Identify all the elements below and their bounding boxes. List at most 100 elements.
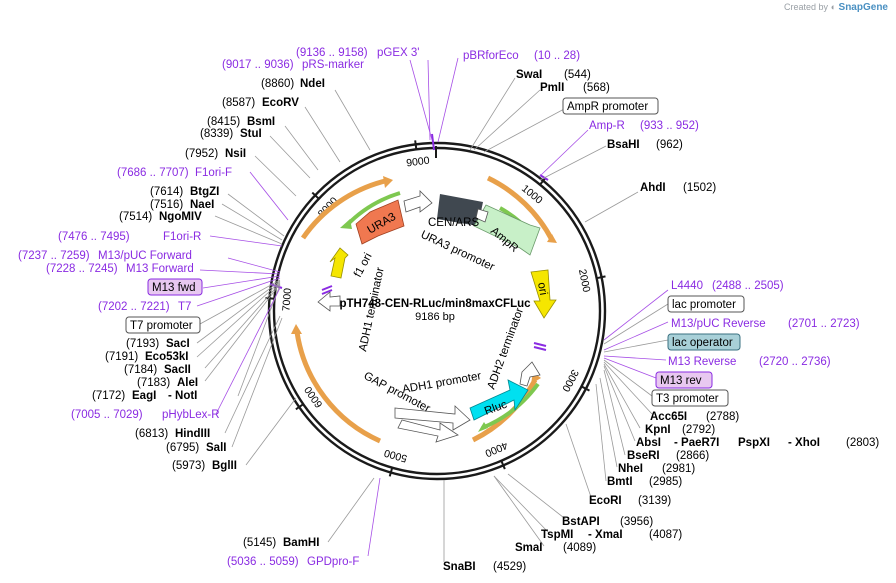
smai-pos: (4089) <box>563 542 596 554</box>
leader-pbr <box>437 57 459 143</box>
leader-ecorv <box>304 106 341 163</box>
f1-ori-label: f1 ori <box>352 251 375 279</box>
cen-ars-label: CEN/ARS <box>428 217 479 229</box>
leader-t7 <box>196 277 281 307</box>
amp-r-name: Amp-R <box>589 120 625 132</box>
acc65i-pos: (2788) <box>706 411 739 423</box>
eagi-pos: (7172) <box>92 390 125 402</box>
lac-promoter-box <box>667 295 745 313</box>
leader-notei <box>237 284 281 397</box>
pbr-name: pBRforEco <box>463 50 519 62</box>
ampr-arrow <box>473 204 541 256</box>
btgzi-pos: (7614) <box>150 186 183 198</box>
tspmi-name: TspMI <box>541 529 573 541</box>
tick-label-2000: 2000 <box>576 268 592 293</box>
alei-pos: (7183) <box>137 377 170 389</box>
leader-ahdi <box>584 191 639 223</box>
prs-pos: (9017 .. 9036) <box>222 59 294 71</box>
alei-name: AleI <box>177 377 198 389</box>
adh2-terminator-label: ADH2 terminator <box>486 306 527 391</box>
gpdpro-name: GPDpro-F <box>307 556 359 568</box>
leader-bamhi <box>327 477 375 543</box>
leader-m13-fwd <box>199 269 281 275</box>
leader-bsahi <box>539 145 607 181</box>
ura3-promoter-arrow <box>403 190 433 213</box>
ngomiv-pos: (7514) <box>119 211 152 223</box>
ecori-pos: (3139) <box>638 495 671 507</box>
leader-m13puc-rev <box>603 321 669 351</box>
sali-pos: (6795) <box>166 442 199 454</box>
primer-mark-pgex <box>431 133 435 151</box>
adh1-promoter-label: ADH1 promoter <box>401 370 482 396</box>
eco53ki-name: Eco53kI <box>145 351 188 363</box>
leader-btgzi <box>227 193 285 237</box>
amp-r-pos: (933 .. 952) <box>640 120 699 132</box>
leader-acc65i <box>603 361 653 415</box>
leader-sali <box>231 317 283 448</box>
xmai-pos: (4087) <box>649 529 682 541</box>
tick-mark-8000 <box>311 191 320 200</box>
rluc-arrow <box>469 379 529 421</box>
leader-eco53ki <box>196 281 281 358</box>
bsmi-name: BsmI <box>247 116 275 128</box>
kpni-name: KpnI <box>645 424 671 436</box>
t3-promoter-label: T3 promoter <box>656 393 719 405</box>
leader-gpdpro <box>367 477 381 557</box>
m13-rev-pos: (2720 .. 2736) <box>759 356 831 368</box>
cen-ars-block <box>437 194 483 226</box>
gap-promoter-arrow <box>397 419 459 443</box>
leader-bseri <box>603 369 626 456</box>
ahdi-name: AhdI <box>640 182 666 194</box>
orange-arc-ampr <box>486 175 555 242</box>
ecori-name: EcoRI <box>589 495 622 507</box>
tick-mark-6000 <box>295 403 304 411</box>
leader-nhei <box>599 377 618 468</box>
tick-mark-2000 <box>596 275 606 280</box>
created-by-label: Created by <box>784 2 829 12</box>
leader-absi <box>603 365 636 442</box>
saci-pos: (7193) <box>126 338 159 350</box>
orange-arc-f1 <box>300 178 386 240</box>
leader-lac-operator <box>603 339 669 353</box>
xhoi-name: - XhoI <box>788 437 820 449</box>
bsahi-pos: (962) <box>656 139 683 151</box>
leader-ngomiv <box>214 215 283 245</box>
lac-promoter-label: lac promoter <box>672 299 736 311</box>
primer-mark-m13fwd-b <box>321 289 333 295</box>
orange-arrowhead-3 <box>291 324 302 334</box>
orange-arrowhead-1 <box>547 234 557 243</box>
nhei-pos: (2981) <box>662 463 695 475</box>
ngomiv-name: NgoMIV <box>159 211 202 223</box>
pbr-pos: (10 .. 28) <box>534 50 580 62</box>
t7-promoter-box <box>125 316 201 334</box>
m13-fwd-name: M13 Forward <box>126 263 194 275</box>
lac-operator-box <box>667 333 741 351</box>
leader-t7-promoter <box>199 279 281 325</box>
tick-mark-3000 <box>581 385 590 392</box>
m13puc-fwd-pos: (7237 .. 7259) <box>18 250 90 262</box>
t7-name: T7 <box>178 301 191 313</box>
f1-ori-arrow <box>329 247 349 279</box>
primer-mark-m13fwd-a <box>321 285 333 291</box>
leader-f1ori-r <box>209 235 283 247</box>
bstapi-pos: (3956) <box>620 516 653 528</box>
prs-name: pRS-marker <box>302 59 364 71</box>
tick-label-4000: 4000 <box>483 439 509 459</box>
f1ori-f-name: F1ori-F <box>195 167 232 179</box>
leader-ndei <box>334 89 371 151</box>
green-arc-2 <box>481 382 540 430</box>
left-labels: (9136 .. 9158) pGEX 3' (9017 .. 9036) pR… <box>18 47 580 568</box>
t7-pos: (7202 .. 7221) <box>98 301 170 313</box>
hindiii-pos: (6813) <box>135 428 168 440</box>
paer7i-name: - PaeR7I <box>674 437 719 449</box>
phyblex-pos: (7005 .. 7029) <box>71 409 143 421</box>
tick-label-3000: 3000 <box>559 367 581 393</box>
bmti-name: BmtI <box>607 476 633 488</box>
leader-f1ori-f <box>249 171 289 221</box>
f1ori-r-pos: (7476 .. 7495) <box>58 231 130 243</box>
ura3-promoter-label: URA3 promoter <box>419 229 497 274</box>
leader-saci <box>196 280 281 344</box>
m13-fwd-box <box>147 278 203 296</box>
btgzi-name: BtgZI <box>190 186 219 198</box>
adh1-promoter-arrow <box>394 405 471 431</box>
